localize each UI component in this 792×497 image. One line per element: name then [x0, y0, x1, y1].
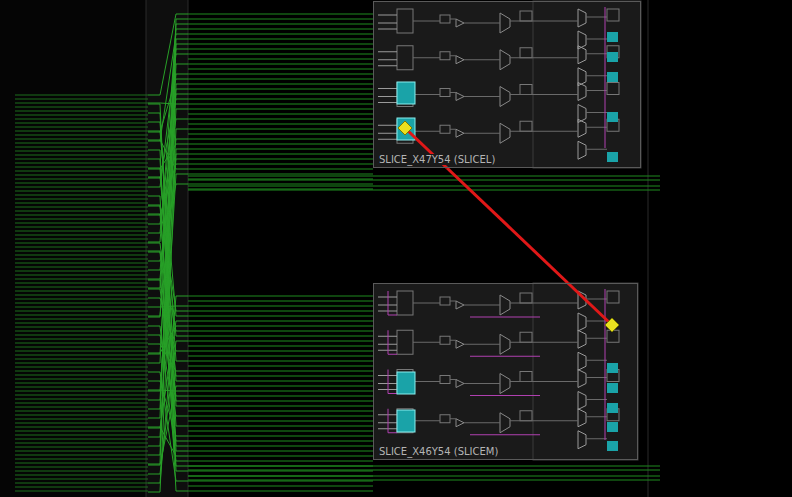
slice-box: SLICE_X46Y54 (SLICEM)	[373, 283, 638, 460]
selected-pin	[398, 121, 412, 135]
used-lut	[397, 372, 415, 394]
slice-interior	[373, 283, 638, 460]
used-ff	[607, 112, 618, 122]
panel-border	[146, 0, 147, 497]
slice-interior	[373, 1, 641, 168]
used-ff	[607, 32, 618, 42]
used-ff	[607, 383, 618, 393]
used-lut	[397, 410, 415, 432]
used-ff	[607, 363, 618, 373]
used-ff	[607, 72, 618, 82]
selected-pin	[605, 318, 619, 332]
slice-box: SLICE_X47Y54 (SLICEL)	[373, 1, 641, 168]
slice-label: SLICE_X47Y54 (SLICEL)	[377, 154, 497, 165]
slice-label: SLICE_X46Y54 (SLICEM)	[377, 446, 500, 457]
net-highlight	[568, 283, 612, 325]
used-ff	[607, 152, 618, 162]
used-ff	[607, 403, 618, 413]
routing-panel	[146, 0, 188, 497]
used-ff	[607, 52, 618, 62]
used-ff	[607, 422, 618, 432]
used-ff	[607, 441, 618, 451]
panel-border	[648, 0, 649, 497]
panel-border	[188, 0, 189, 497]
used-lut	[397, 82, 415, 104]
net-connector	[447, 168, 568, 283]
left-panel	[0, 0, 146, 497]
